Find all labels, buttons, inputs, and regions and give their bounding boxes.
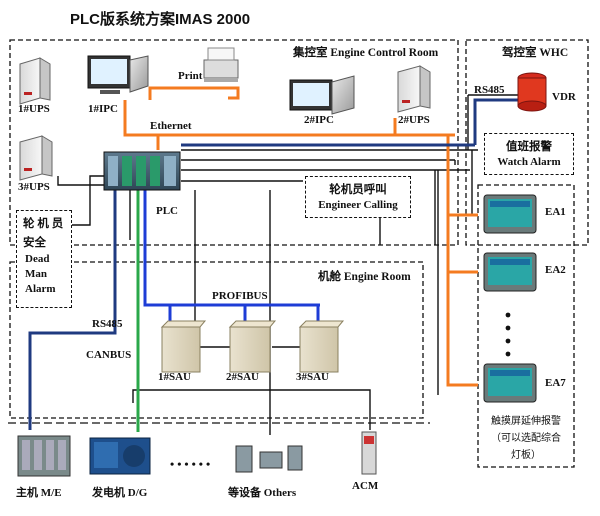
rs485-top-label: RS485 <box>474 84 505 96</box>
diagram-title: PLC版系统方案IMAS 2000 <box>70 11 251 28</box>
rs485-lines <box>28 98 520 430</box>
vdr-label: VDR <box>552 91 576 103</box>
zone-borders <box>9 39 589 468</box>
vdr-device <box>517 72 547 112</box>
zone-whc-label: 驾控室 WHC <box>502 47 569 59</box>
ipc-1-label: 1#IPC <box>88 103 118 115</box>
ipc-2-label: 2#IPC <box>304 114 334 126</box>
dead-man-line-5: Alarm <box>25 283 56 295</box>
touch-screen-note: 触摸屏延伸报警 （可以选配综合 灯板） <box>480 412 572 464</box>
zone-ecr-label: 集控室 Engine Control Room <box>293 47 439 59</box>
generator-device <box>89 437 151 475</box>
ups-3-device <box>19 135 53 181</box>
others-label: 等设备 Others <box>228 487 297 499</box>
sau-2-device <box>228 320 277 373</box>
ethernet-label: Ethernet <box>150 120 192 132</box>
generator-label: 发电机 D/G <box>92 487 148 499</box>
ea-2-device <box>483 252 537 292</box>
black-links <box>57 94 520 435</box>
sau-3-device <box>298 320 345 373</box>
profibus-label: PROFIBUS <box>212 290 268 302</box>
sau-1-label: 1#SAU <box>158 371 192 383</box>
main-engine-device <box>17 435 71 477</box>
ea-ellipsis-dots <box>505 312 511 357</box>
rs485-left-label: RS485 <box>92 318 123 330</box>
canbus-label: CANBUS <box>86 349 132 361</box>
ipc-2-device <box>289 75 355 115</box>
acm-label: ACM <box>352 480 379 492</box>
plc-device <box>103 151 181 191</box>
sau-2-label: 2#SAU <box>226 371 260 383</box>
sau-1-device <box>160 320 207 373</box>
dead-man-line-3: Dead <box>25 253 50 265</box>
touch-note-line-2: （可以选配综合 <box>491 433 561 444</box>
ecr-zone-border <box>9 39 459 246</box>
touch-note-line-1: 触摸屏延伸报警 <box>491 416 561 427</box>
ups-1-label: 1#UPS <box>18 103 50 115</box>
printer-label: Print <box>178 70 203 82</box>
ea-1-label: EA1 <box>545 206 566 218</box>
ethernet-bus <box>123 86 478 387</box>
watch-alarm-cn: 值班报警 <box>506 141 552 153</box>
ea-7-label: EA7 <box>545 377 566 389</box>
watch-alarm-box: 值班报警 Watch Alarm <box>484 133 574 175</box>
printer-device <box>203 47 239 82</box>
main-engine-label: 主机 M/E <box>16 487 62 499</box>
dead-man-line-2: 安全 <box>23 237 46 249</box>
engineer-calling-en: Engineer Calling <box>318 199 398 211</box>
dead-man-line-1: 轮 机 员 <box>23 218 64 230</box>
plc-label: PLC <box>156 205 178 217</box>
zone-er-label: 机舱 Engine Room <box>318 271 411 283</box>
acm-device <box>361 431 377 475</box>
ea-column-border <box>477 184 575 468</box>
ups-1-device <box>19 57 51 105</box>
er-zone-border <box>9 261 424 419</box>
ups-3-label: 3#UPS <box>18 181 50 193</box>
watch-alarm-en: Watch Alarm <box>497 156 561 168</box>
engineer-calling-box: 轮机员呼叫 Engineer Calling <box>305 176 411 218</box>
dead-man-alarm-box: 轮 机 员 安全 Dead Man Alarm <box>16 210 72 308</box>
dead-man-line-4: Man <box>25 268 47 280</box>
whc-zone-border <box>465 39 589 246</box>
others-devices <box>235 445 303 473</box>
ups-2-device <box>397 65 431 113</box>
ellipsis-label: • • • • • • <box>170 457 211 471</box>
sau-3-label: 3#SAU <box>296 371 330 383</box>
ea-7-device <box>483 363 537 403</box>
ups-2-label: 2#UPS <box>398 114 430 126</box>
ea-1-device <box>483 194 537 234</box>
ea-2-label: EA2 <box>545 264 566 276</box>
ipc-1-device <box>87 55 149 94</box>
engineer-calling-cn: 轮机员呼叫 <box>329 184 387 196</box>
touch-note-line-3: 灯板） <box>511 450 541 461</box>
